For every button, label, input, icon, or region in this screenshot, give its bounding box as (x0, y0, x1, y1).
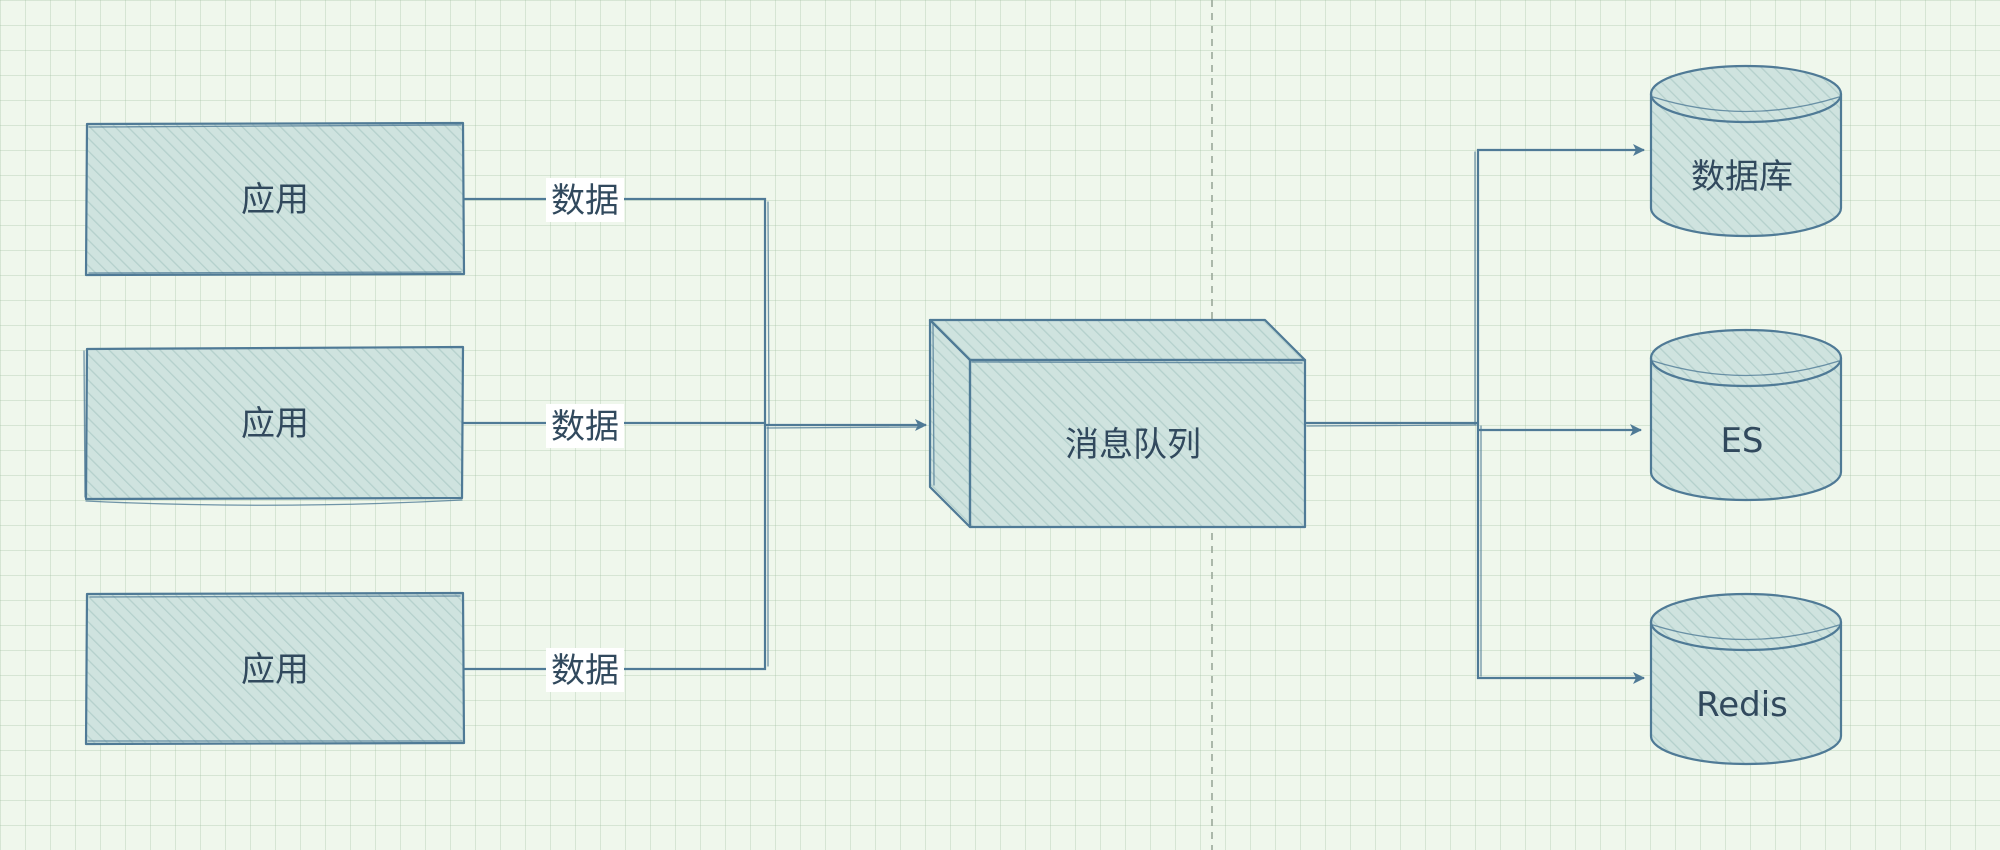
app-label-2: 应用 (241, 404, 309, 444)
redis-label: Redis (1696, 685, 1788, 725)
app-to-queue-connectors (463, 197, 927, 671)
message-queue-node[interactable]: 消息队列 (928, 318, 1307, 529)
app-label-3: 应用 (241, 650, 309, 690)
queue-to-store-connectors (1305, 144, 1645, 684)
app-node-3[interactable]: 应用 (84, 591, 466, 746)
edge-label-3: 数据 (546, 648, 624, 692)
svg-text:数据: 数据 (551, 181, 619, 221)
svg-text:数据: 数据 (551, 651, 619, 691)
app-label-1: 应用 (241, 180, 309, 220)
app-node-2[interactable]: 应用 (83, 345, 465, 506)
svg-text:数据: 数据 (551, 407, 619, 447)
es-label: ES (1720, 421, 1763, 461)
es-node[interactable]: ES (1649, 328, 1843, 502)
app-node-1[interactable]: 应用 (84, 121, 466, 277)
redis-node[interactable]: Redis (1649, 592, 1843, 766)
edge-label-2: 数据 (546, 404, 624, 448)
database-node[interactable]: 数据库 (1649, 64, 1843, 238)
database-label: 数据库 (1691, 157, 1793, 197)
edge-label-1: 数据 (546, 178, 624, 222)
message-queue-label: 消息队列 (1065, 425, 1201, 465)
